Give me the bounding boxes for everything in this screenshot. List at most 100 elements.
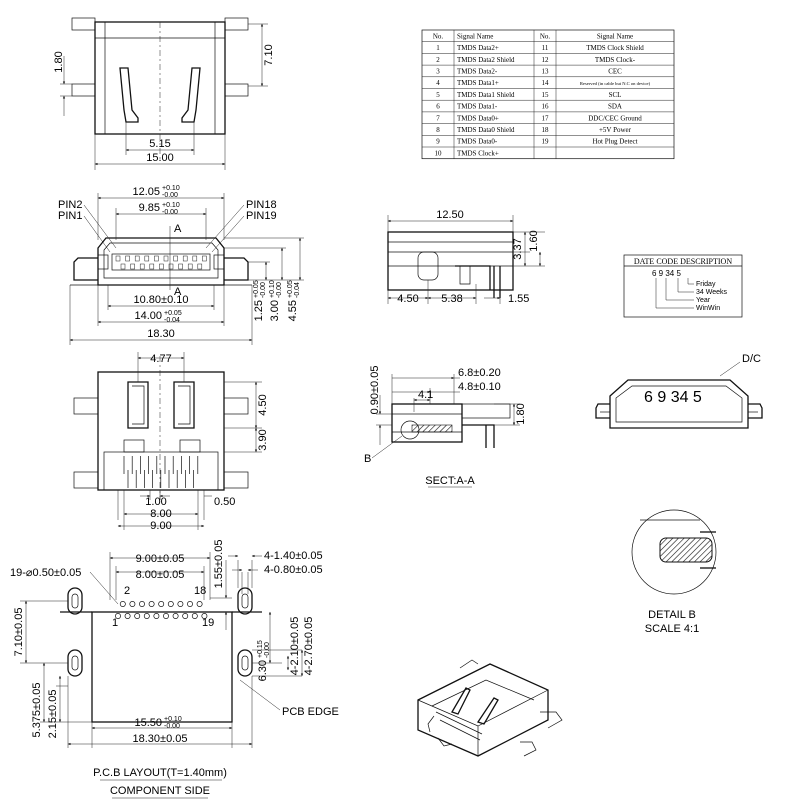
front-pin: [154, 255, 159, 262]
table-cell: DDC/CEC Ground: [588, 114, 642, 122]
isometric-view: [417, 659, 563, 757]
dim-6-8: 6.8±0.20: [458, 367, 501, 379]
pcb-hole: [163, 613, 169, 619]
pcb-dim-2-70: 4-2.70±0.05: [303, 617, 315, 676]
table-header: No.: [433, 32, 444, 40]
pcb-dim-6-30-tol-minus: -0.00: [264, 642, 271, 658]
table-cell: 8: [436, 126, 440, 134]
front-pin: [202, 255, 207, 262]
section-a-top: A: [174, 223, 182, 235]
dim-1-80-section: 1.80: [515, 403, 527, 424]
table-cell: SDA: [608, 103, 622, 111]
dim-4-55-tol-minus: -0.04: [294, 282, 301, 298]
front-pin: [120, 263, 126, 270]
dim-3-00-tol-minus: -0.00: [276, 282, 283, 298]
table-cell: TMDS Data1 Shield: [457, 91, 515, 99]
table-cell: TMDS Data2 Shield: [457, 56, 515, 64]
table-frame: [421, 29, 675, 160]
table-cell: 6: [436, 103, 440, 111]
dim-12-05: 12.05: [132, 186, 160, 198]
front-pin: [130, 263, 135, 270]
dim-9-85: 9.85: [139, 202, 160, 214]
front-view-pins: [115, 255, 207, 270]
pcb-dim-1-40: 4-1.40±0.05: [264, 550, 323, 562]
table-cell: 15: [542, 91, 550, 99]
table-header: No.: [540, 32, 551, 40]
dim-5-15: 5.15: [149, 138, 170, 150]
dim-4-55: 4.55: [287, 300, 299, 321]
bottom-view: 4.77 4.50 3.90 1.00 0.50 8.00 9.00: [73, 352, 269, 532]
front-pin: [144, 255, 150, 262]
table-cell: 3: [436, 68, 440, 76]
dim-0-50: 0.50: [214, 496, 235, 508]
detail-b-scale: SCALE 4:1: [645, 623, 699, 635]
pcb-hole: [172, 613, 179, 619]
dim-4-55-tol-plus: +0.05: [287, 280, 294, 298]
table-cell: TMDS Data1-: [457, 103, 498, 111]
pcb-hole: [124, 613, 131, 619]
detail-b: DETAIL B SCALE 4:1: [631, 509, 717, 635]
table-cell: 5: [436, 91, 440, 99]
dim-1-80: 1.80: [53, 51, 65, 72]
dim-4-1: 4.1: [418, 389, 433, 401]
top-view: 7.10 1.80 5.15 15.00: [53, 17, 275, 170]
dim-1-25-tol-plus: +0.05: [253, 280, 260, 298]
dim-3-90: 3.90: [257, 429, 269, 450]
pcb-hole: [115, 613, 121, 619]
pcb-pin-holes: [115, 601, 208, 619]
front-pin: [163, 255, 169, 262]
front-pin: [192, 255, 198, 262]
table-cell: TMDS Data2+: [457, 44, 499, 52]
pcb-hole: [191, 613, 198, 619]
pcb-edge-label: PCB EDGE: [282, 706, 339, 718]
pcb-dim-6-30-tol-plus: +0.15: [257, 640, 264, 658]
front-pin: [149, 263, 155, 270]
table-cell: +5V Power: [599, 126, 632, 134]
table-cell: 19: [542, 138, 550, 146]
table-cell: 7: [436, 114, 440, 122]
pcb-hole: [167, 601, 174, 607]
pcb-dim-8-00: 8.00±0.05: [136, 569, 185, 581]
dim-9-85-tol-plus: +0.10: [162, 202, 180, 209]
table-cell: TMDS Clock+: [457, 149, 499, 157]
table-cell: TMDS Data0 Shield: [457, 126, 515, 134]
front-pin: [168, 263, 174, 270]
table-cell: 18: [542, 126, 550, 134]
pcb-pin-2: 2: [124, 585, 130, 597]
dim-18-30: 18.30: [147, 328, 175, 340]
dim-4-50-bottom: 4.50: [257, 394, 269, 415]
pcb-hole: [196, 601, 203, 607]
table-cell: 16: [542, 103, 550, 111]
pcb-dim-9-00: 9.00±0.05: [136, 553, 185, 565]
dc-label: D/C: [742, 353, 761, 365]
dim-9-85-tol-minus: -0.00: [162, 209, 178, 216]
date-code-winwin: WinWin: [696, 305, 720, 312]
dim-12-50: 12.50: [436, 209, 464, 221]
dim-9-00: 9.00: [150, 520, 171, 532]
table-cell: 17: [542, 114, 550, 122]
dim-12-05-tol-plus: +0.10: [162, 185, 180, 192]
detail-b-title: DETAIL B: [648, 609, 696, 621]
label-pin2: PIN2: [58, 199, 82, 211]
front-view: A A 12.05 +0.10 -0.00 9.85 +0.10 -0.00 P…: [58, 185, 304, 345]
dim-10-80: 10.80±0.10: [134, 294, 189, 306]
table-cell: 11: [542, 44, 549, 52]
front-pin: [197, 263, 203, 270]
dim-12-05-tol-minus: -0.00: [162, 192, 178, 199]
table-cell: 10: [435, 149, 443, 157]
pcb-dim-0-80: 4-0.80±0.05: [264, 564, 323, 576]
pcb-hole: [148, 601, 155, 607]
dim-1-25: 1.25: [253, 300, 265, 321]
pcb-dim-15-50-tol-minus: -0.00: [164, 723, 180, 730]
pcb-hole: [143, 613, 150, 619]
dim-1-00: 1.00: [145, 496, 166, 508]
pcb-pin-19: 19: [202, 617, 214, 629]
table-cell: Reserved (in cable but N.C on device): [580, 81, 651, 86]
table-cell: 12: [542, 56, 550, 64]
pcb-hole: [119, 601, 126, 607]
table-cell: 2: [436, 56, 440, 64]
dim-14-00-tol-plus: +0.05: [164, 310, 182, 317]
dim-4-8: 4.8±0.10: [458, 381, 501, 393]
table-cell: TMDS Data2-: [457, 68, 498, 76]
pcb-dim-holes: 19-⌀0.50±0.05: [10, 567, 81, 579]
